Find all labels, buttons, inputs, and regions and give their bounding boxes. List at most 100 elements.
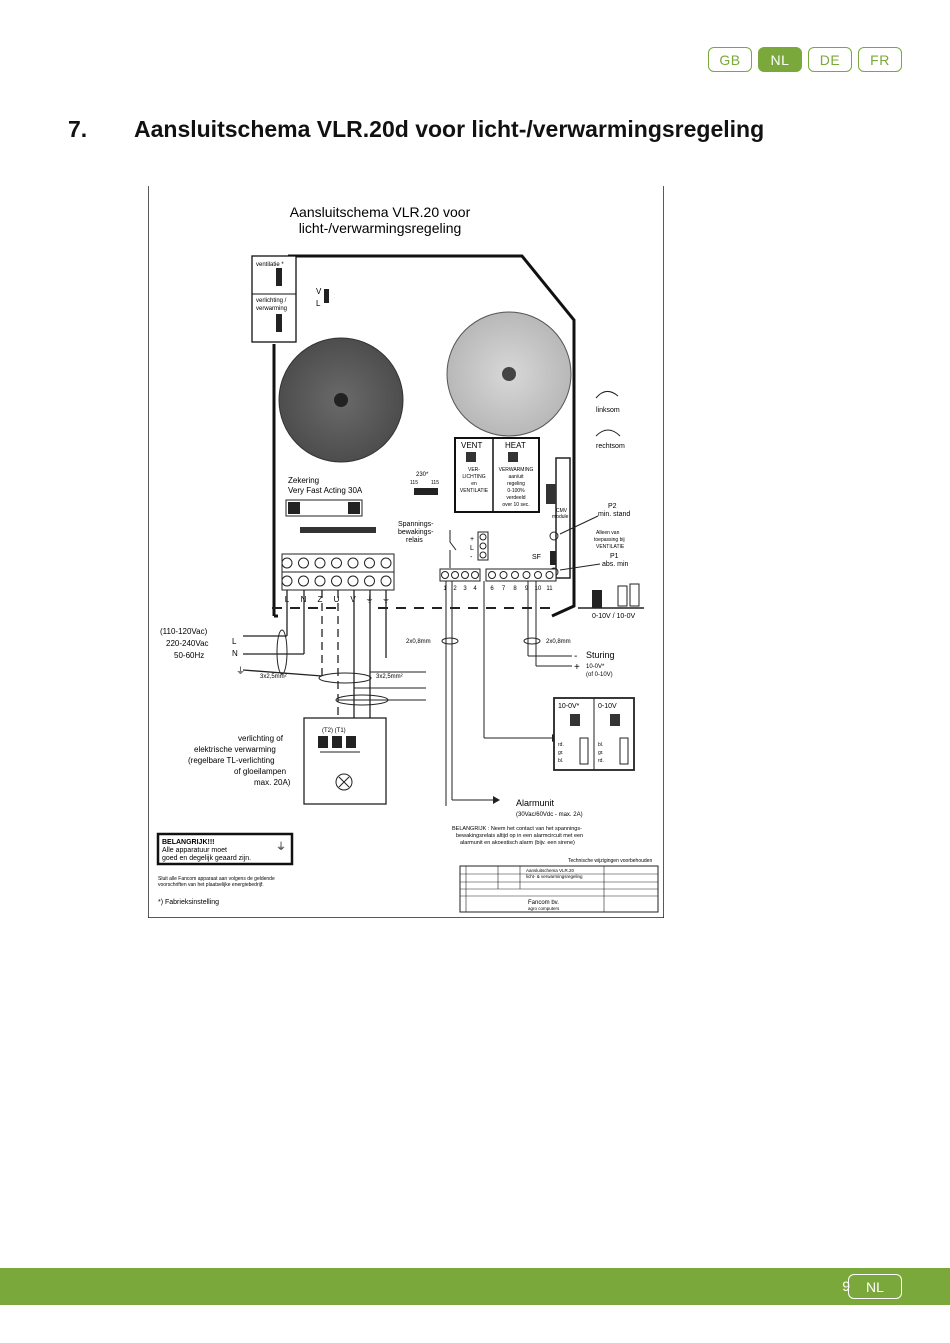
svg-text:verlichting /: verlichting /	[256, 298, 287, 304]
diagram-frame	[148, 186, 664, 918]
svg-text:goed en degelijk geaard zijn.: goed en degelijk geaard zijn.	[162, 855, 251, 862]
svg-text:N: N	[232, 649, 238, 658]
svg-text:bewakings-: bewakings-	[398, 529, 434, 536]
svg-text:gr.: gr.	[598, 750, 604, 756]
svg-text:bl.: bl.	[558, 758, 563, 764]
section-heading: 7. Aansluitschema VLR.20d voor licht-/ve…	[68, 116, 764, 143]
footer-bar: 9 NL	[0, 1268, 950, 1305]
svg-text:2x0,8mm: 2x0,8mm	[406, 639, 431, 645]
svg-text:3x2,5mm²: 3x2,5mm²	[376, 674, 403, 680]
terminal-screw	[471, 571, 479, 579]
lang-tab-gb[interactable]: GB	[708, 47, 752, 72]
section-title: Aansluitschema VLR.20d voor licht-/verwa…	[134, 116, 765, 142]
svg-text:Alleen van: Alleen van	[596, 530, 620, 536]
svg-text:10-0V*: 10-0V*	[558, 703, 580, 710]
svg-text:VENT: VENT	[461, 441, 482, 450]
svg-text:0-100%: 0-100%	[507, 488, 525, 494]
ground-icon: ⏚	[276, 841, 286, 853]
svg-text:10-0V*: 10-0V*	[586, 664, 605, 670]
wiring-diagram: Aansluitschema VLR.20 voor licht-/verwar…	[148, 186, 664, 918]
terminal-screw	[522, 571, 531, 579]
svg-text:Fancom bv.: Fancom bv.	[528, 900, 559, 906]
svg-text:Sturing: Sturing	[586, 650, 615, 660]
svg-text:abs. min: abs. min	[602, 561, 629, 568]
svg-text:115: 115	[410, 480, 418, 486]
svg-text:verwarming: verwarming	[256, 306, 287, 312]
terminal-screw	[461, 571, 469, 579]
svg-text:BELANGRIJK : Neem het contact: BELANGRIJK : Neem het contact van het sp…	[452, 826, 582, 832]
terminal-screw	[298, 575, 309, 587]
svg-text:ventilatie *: ventilatie *	[256, 262, 284, 268]
svg-text:Very Fast Acting 30A: Very Fast Acting 30A	[288, 486, 363, 495]
svg-text:max. 20A): max. 20A)	[254, 778, 291, 787]
svg-text:50-60Hz: 50-60Hz	[174, 651, 204, 660]
svg-text:en: en	[471, 481, 477, 487]
svg-text:alarmunit en akoestisch alarm: alarmunit en akoestisch alarm (bijv. een…	[460, 840, 575, 846]
svg-text:verdeeld: verdeeld	[506, 495, 525, 501]
main-terminal-block	[281, 553, 395, 591]
title-block: Aansluitschema VLR.20 licht- & verwarmin…	[459, 865, 659, 913]
terminal-label: 7	[502, 586, 506, 592]
svg-text:VER-: VER-	[468, 467, 480, 473]
svg-text:(110-120Vac): (110-120Vac)	[160, 627, 208, 636]
svg-text:230*: 230*	[416, 472, 429, 478]
svg-text:gr.: gr.	[558, 750, 564, 756]
svg-text:115: 115	[431, 480, 439, 486]
diagram-title-1: Aansluitschema VLR.20 voor	[290, 204, 471, 220]
svg-text:relais: relais	[406, 537, 423, 544]
svg-text:(T2) (T1): (T2) (T1)	[322, 728, 346, 734]
terminal-screw	[281, 557, 293, 569]
ground-icon: ⏚	[236, 666, 245, 676]
svg-text:-: -	[470, 554, 473, 561]
svg-text:min. stand: min. stand	[598, 511, 630, 518]
svg-text:LICHTING: LICHTING	[462, 474, 485, 480]
terminal-screw	[347, 575, 359, 587]
svg-text:agro computers: agro computers	[528, 906, 560, 911]
svg-text:of gloeilampen: of gloeilampen	[234, 767, 286, 776]
important-box	[156, 832, 294, 866]
svg-text:bewakingsrelais altijd op in e: bewakingsrelais altijd op in een alarmci…	[456, 833, 583, 839]
svg-text:rd.: rd.	[558, 742, 564, 748]
terminal-screw	[281, 575, 293, 587]
terminal-screw	[314, 575, 326, 587]
lang-tab-fr[interactable]: FR	[858, 47, 902, 72]
svg-text:Alarmunit: Alarmunit	[516, 798, 555, 808]
svg-text:Technische wijzigingen voorbeh: Technische wijzigingen voorbehouden	[568, 858, 652, 864]
svg-text:+: +	[574, 662, 580, 673]
terminal-screw	[380, 557, 392, 569]
svg-text:CMV: CMV	[556, 508, 568, 514]
terminal-screw	[499, 571, 508, 579]
terminal-label: 8	[513, 586, 517, 592]
svg-text:Sluit alle Fancom apparaat aan: Sluit alle Fancom apparaat aan volgens d…	[158, 876, 275, 882]
terminal-label: 6	[490, 586, 494, 592]
terminal-screw	[347, 557, 359, 569]
svg-text:P1: P1	[610, 553, 619, 560]
terminal-screw	[511, 571, 519, 579]
footer-language-badge: NL	[848, 1274, 902, 1299]
lang-tab-nl[interactable]: NL	[758, 47, 802, 72]
terminal-label: V	[350, 595, 356, 604]
svg-text:SF: SF	[532, 554, 541, 561]
svg-text:aan/uit: aan/uit	[508, 474, 524, 480]
terminal-screw	[488, 571, 496, 579]
svg-text:*) Fabrieksinstelling: *) Fabrieksinstelling	[158, 899, 219, 906]
page-number: 9	[842, 1278, 850, 1294]
svg-text:over 10 sec.: over 10 sec.	[502, 502, 529, 508]
language-tabs: GB NL DE FR	[708, 47, 902, 72]
svg-text:L: L	[316, 299, 321, 308]
svg-text:rd.: rd.	[598, 758, 604, 764]
svg-text:Aansluitschema VLR.20: Aansluitschema VLR.20	[526, 868, 575, 873]
terminal-label: 1	[443, 586, 447, 592]
svg-text:verlichting of: verlichting of	[238, 734, 284, 743]
terminal-screw	[451, 571, 459, 579]
svg-text:VENTILATIE: VENTILATIE	[460, 488, 489, 494]
terminal-label: Z	[318, 595, 323, 604]
terminal-screw	[314, 557, 326, 569]
svg-text:L: L	[470, 545, 474, 552]
vent-heat-box	[454, 437, 540, 513]
terminal-label: 11	[546, 586, 553, 592]
svg-text:elektrische verwarming: elektrische verwarming	[194, 745, 276, 754]
svg-text:module: module	[552, 514, 569, 520]
lang-tab-de[interactable]: DE	[808, 47, 852, 72]
svg-text:3x2,5mm²: 3x2,5mm²	[260, 674, 287, 680]
